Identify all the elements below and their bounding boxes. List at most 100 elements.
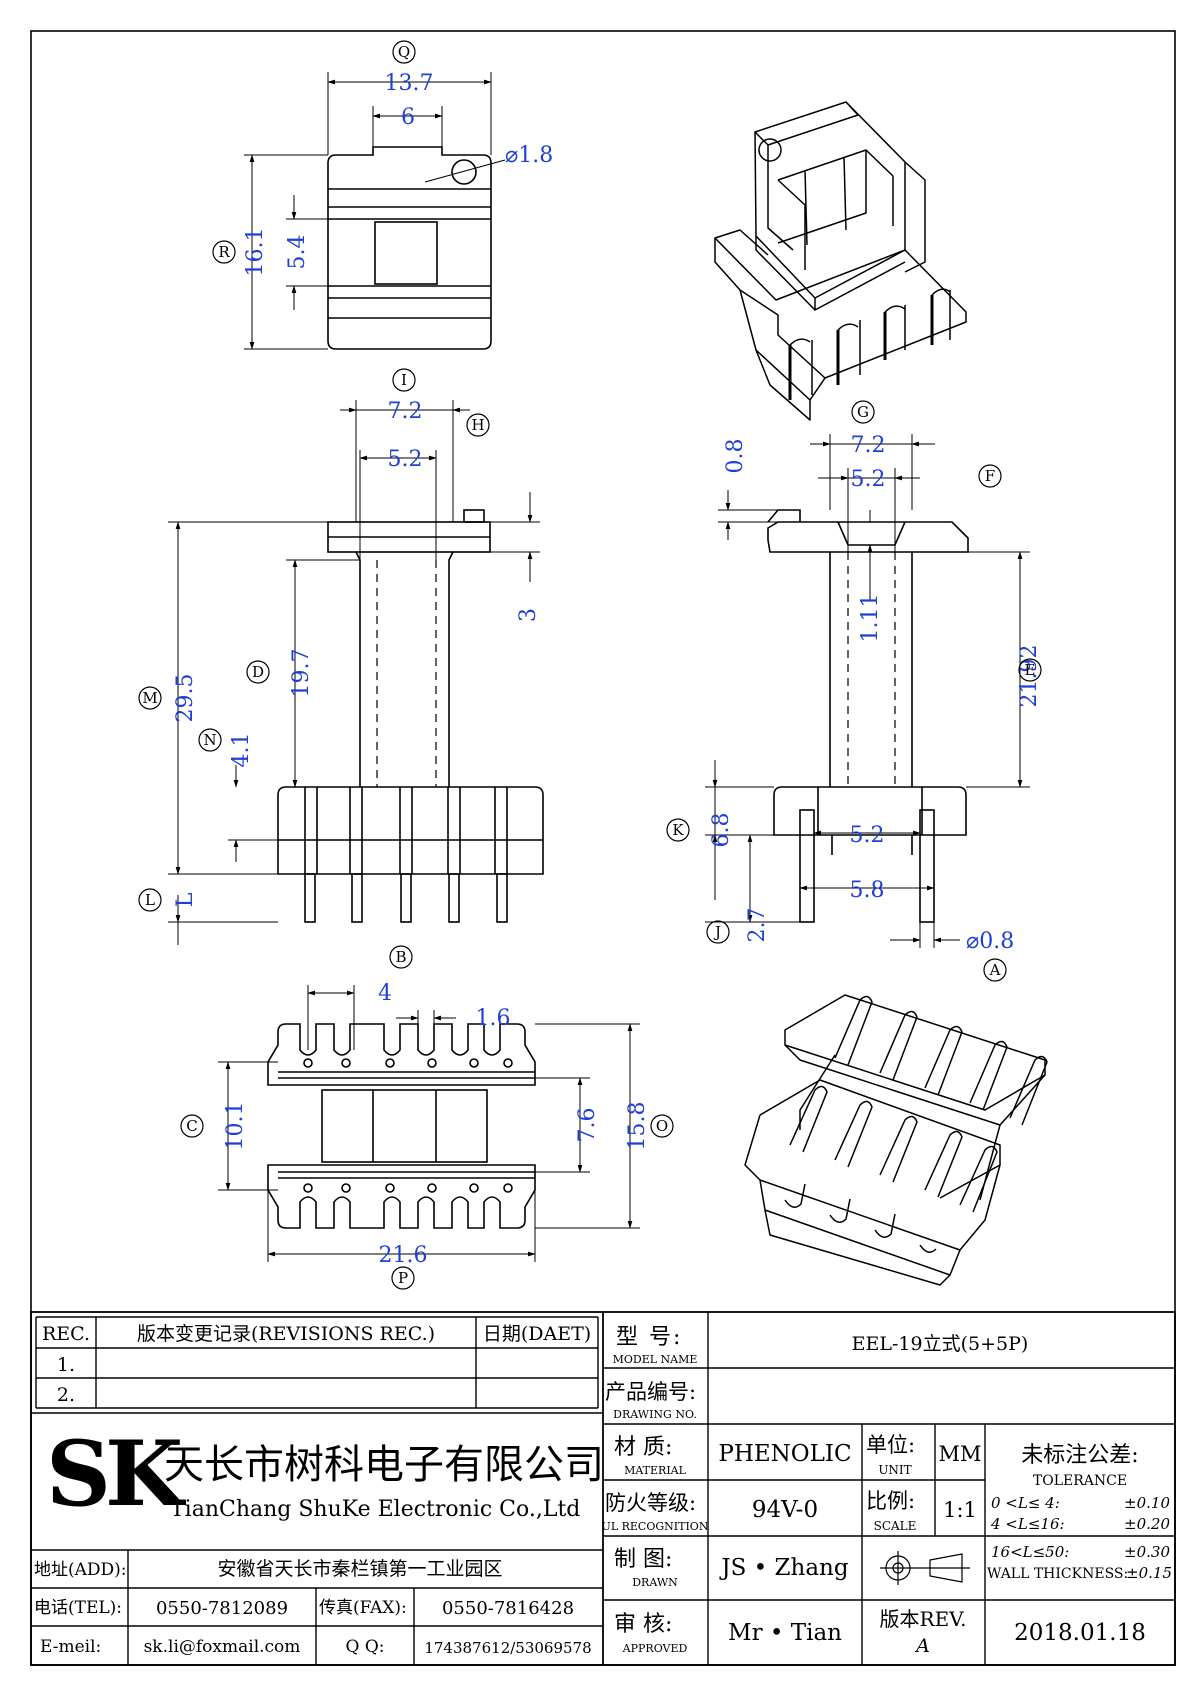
approved-value: Mr • Tian <box>728 1620 842 1646</box>
bottom-view <box>218 985 640 1262</box>
dim-base-h: 3 <box>516 608 541 622</box>
material-value: PHENOLIC <box>718 1441 851 1467</box>
ul-value: 94V-0 <box>752 1497 818 1523</box>
fax-label: 传真(FAX): <box>319 1598 407 1618</box>
tolerance-title: 未标注公差: <box>1021 1443 1138 1468</box>
tel-label: 电话(TEL): <box>34 1598 122 1618</box>
callout-f: F <box>985 467 995 485</box>
model-value: EEL-19立式(5+5P) <box>852 1333 1029 1355</box>
material-label: 材 质: <box>614 1435 672 1460</box>
rev-row-2: 2. <box>57 1384 75 1406</box>
email-label: E-meil: <box>40 1637 101 1657</box>
tolerance-value-3: ±0.30 <box>1124 1543 1170 1561</box>
approved-label-en: APPROVED <box>622 1642 688 1655</box>
dim-pin-span2: 5.8 <box>850 878 885 903</box>
callout-h: H <box>471 416 484 434</box>
dim-pin-span1: 5.2 <box>850 823 885 848</box>
dim-slot-width: 1.6 <box>476 1006 511 1031</box>
dim-flange-i: 7.2 <box>388 399 423 424</box>
company-cn: 天长市树科电子有限公司 <box>164 1442 604 1488</box>
tolerance-value-2: ±0.20 <box>1124 1515 1170 1533</box>
title-block-text: REC. 版本变更记录(REVISIONS REC.) 日期(DAET) 1. … <box>34 1323 1172 1657</box>
callout-i: I <box>401 371 407 389</box>
ul-label: 防火等级: <box>605 1491 696 1515</box>
side-view <box>705 434 1030 948</box>
dim-tube-d: 19.7 <box>289 649 314 698</box>
unit-label-en: UNIT <box>878 1463 911 1477</box>
top-view <box>244 72 506 350</box>
front-view <box>168 400 544 945</box>
wall-value: ±0.15 <box>1126 1564 1172 1582</box>
logo: SK <box>46 1421 186 1527</box>
bottom-view-dims: 4 1.6 10.1 7.6 15.8 21.6 <box>223 981 650 1268</box>
rev-row-1: 1. <box>57 1354 75 1376</box>
dim-step: 0.8 <box>723 439 748 474</box>
date-value: 2018.01.18 <box>1014 1620 1146 1646</box>
callout-letters: Q R I H G F D M N L E K J A B C O P <box>142 43 1035 1287</box>
model-label: 型 号: <box>616 1325 682 1350</box>
drawn-value: JS • Zhang <box>719 1555 848 1581</box>
qq-value: 174387612/53069578 <box>424 1639 591 1657</box>
callout-e: E <box>1025 661 1036 679</box>
scale-label: 比例: <box>866 1489 915 1513</box>
callout-a: A <box>989 961 1001 979</box>
dim-side-core: 5.2 <box>851 467 886 492</box>
qq-label: Q Q: <box>345 1637 384 1657</box>
scale-value: 1:1 <box>943 1498 977 1522</box>
dim-width-p: 21.6 <box>379 1243 428 1268</box>
drawing-label: 产品编号: <box>605 1380 696 1404</box>
dim-slot-depth: 1.11 <box>858 594 883 643</box>
dim-base-k: 6.8 <box>709 813 734 848</box>
dim-pin-j: 2.7 <box>745 908 770 943</box>
model-label-en: MODEL NAME <box>613 1353 698 1366</box>
rev-label: 版本REV. <box>880 1607 967 1631</box>
fax-value: 0550-7816428 <box>442 1598 574 1619</box>
dim-base-n: 4.1 <box>229 733 254 768</box>
tolerance-value-1: ±0.10 <box>1124 1494 1170 1512</box>
callout-l: L <box>145 891 155 909</box>
dim-core: 5.2 <box>388 447 423 472</box>
dim-pin-dia: ⌀0.8 <box>966 929 1014 954</box>
approved-label: 审 核: <box>614 1612 672 1637</box>
address-label: 地址(ADD): <box>34 1560 127 1580</box>
dim-height-m: 29.5 <box>173 674 198 723</box>
material-label-en: MATERIAL <box>624 1464 687 1477</box>
wall-label: WALL THICKNESS: <box>987 1566 1128 1582</box>
top-view-dims: 13.7 6 ⌀1.8 16.1 5.4 <box>243 71 553 276</box>
dim-slot: 6 <box>401 105 415 130</box>
dim-side-flange: 7.2 <box>851 433 886 458</box>
rev-value: A <box>914 1635 930 1657</box>
iso-view-top <box>714 101 967 421</box>
callout-r: R <box>218 243 230 261</box>
side-view-dims: 7.2 5.2 0.8 1.11 21.92 6.8 2.7 5.2 5.8 ⌀… <box>709 433 1042 954</box>
front-view-dims: 7.2 5.2 3 29.5 19.7 4.1 L <box>173 399 541 907</box>
callouts <box>138 40 1042 1290</box>
tolerance-range-1: 0 <L≤ 4: <box>991 1494 1060 1512</box>
rev-header: REC. <box>42 1323 90 1345</box>
ul-label-en: UL RECOGNITION <box>602 1520 709 1533</box>
tolerance-en: TOLERANCE <box>1033 1473 1127 1489</box>
iso-view-bottom <box>744 994 1048 1286</box>
callout-o: O <box>656 1117 668 1135</box>
dim-inner-c: 10.1 <box>223 1102 248 1151</box>
dim-inner-7: 7.6 <box>575 1108 600 1143</box>
callout-p: P <box>398 1269 408 1287</box>
callout-b: B <box>395 948 406 966</box>
scale-label-en: SCALE <box>874 1519 917 1533</box>
callout-m: M <box>142 689 157 707</box>
callout-q: Q <box>398 43 410 61</box>
rev-title: 版本变更记录(REVISIONS REC.) <box>137 1323 435 1345</box>
tolerance-range-3: 16<L≤50: <box>991 1543 1069 1561</box>
drawing-label-en: DRAWING NO. <box>613 1408 697 1421</box>
date-header: 日期(DAET) <box>483 1323 591 1345</box>
callout-d: D <box>252 663 264 681</box>
tel-value: 0550-7812089 <box>156 1598 288 1619</box>
callout-c: C <box>186 1117 197 1135</box>
callout-g: G <box>857 403 869 421</box>
callout-j: J <box>713 923 721 941</box>
dim-height-r: 16.1 <box>243 228 268 277</box>
unit-value: MM <box>938 1442 981 1466</box>
dim-window: 5.4 <box>285 235 310 270</box>
drawn-label-en: DRAWN <box>632 1576 678 1589</box>
